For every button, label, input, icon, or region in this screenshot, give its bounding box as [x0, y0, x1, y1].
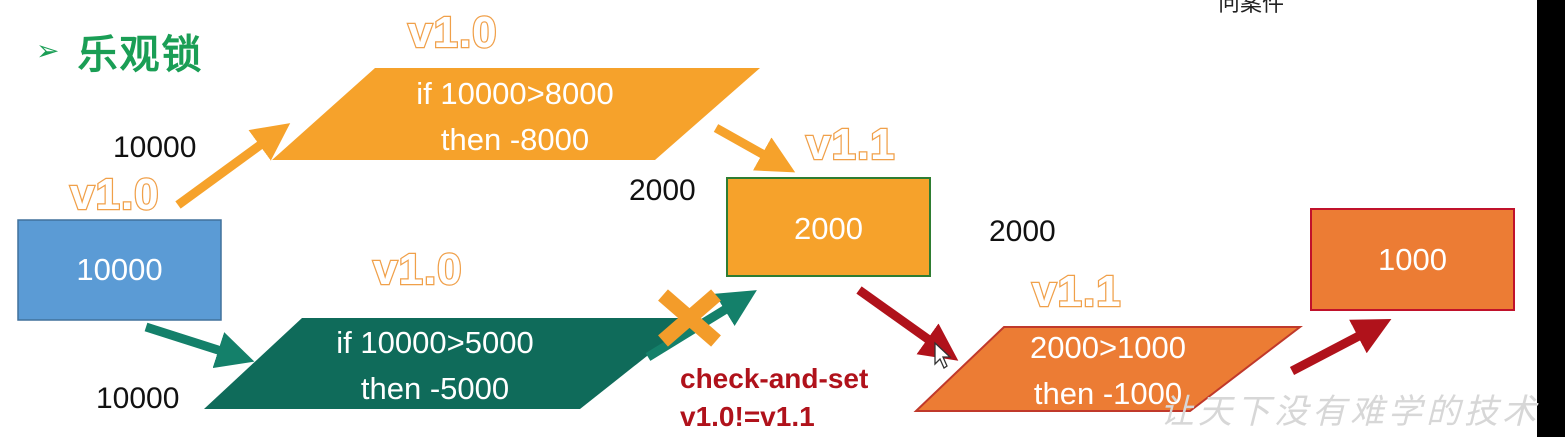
- orange-top-line-2: then -8000: [440, 122, 590, 157]
- arrow-start-to-orange: [175, 123, 291, 209]
- parallelogram-orange-right: [913, 326, 1303, 412]
- green-bottom-line-1: if 10000>5000: [336, 325, 534, 360]
- arrow-orange-right-to-end: [1289, 318, 1392, 375]
- arrow-mid-to-orange-right: [856, 286, 959, 361]
- bullet-arrow-icon: ➢: [36, 35, 60, 66]
- box-start: [17, 219, 222, 321]
- value-label-bottom-left: 10000: [96, 382, 180, 415]
- parallelogram-green-bottom: [204, 318, 695, 409]
- page-title: 乐观锁: [77, 32, 204, 78]
- box-end: [1310, 208, 1515, 311]
- version-label-mid-low: v1.0: [372, 244, 463, 296]
- box-mid: [726, 177, 931, 277]
- green-bottom-text: if 10000>5000 then -5000: [220, 320, 650, 412]
- box-mid-value: 2000: [794, 211, 863, 246]
- orange-right-line-1: 2000>1000: [1029, 330, 1187, 365]
- value-label-2000-left: 2000: [629, 174, 696, 207]
- version-label-left: v1.0: [69, 169, 160, 221]
- arrow-orange-to-mid: [713, 124, 796, 173]
- value-label-2000-right: 2000: [989, 215, 1056, 248]
- mouse-cursor-icon: [934, 341, 952, 369]
- right-black-bar: [1537, 0, 1565, 437]
- watermark-text: 让天下没有难学的技术: [1160, 392, 1540, 432]
- version-label-top: v1.0: [407, 7, 498, 59]
- box-end-value: 1000: [1378, 242, 1447, 277]
- box-start-value: 10000: [76, 252, 163, 287]
- check-and-set-line-1: check-and-set: [680, 363, 869, 394]
- check-and-set-note: check-and-set v1.0!=v1.1: [680, 360, 868, 436]
- orange-top-line-1: if 10000>8000: [416, 76, 614, 111]
- slide-title: ➢ 乐观锁: [36, 22, 203, 80]
- orange-right-line-2: then -1000: [1033, 376, 1183, 411]
- version-label-box-mid: v1.1: [805, 119, 896, 171]
- green-bottom-line-2: then -5000: [360, 371, 510, 406]
- version-label-para-right: v1.1: [1031, 266, 1122, 318]
- cross-icon: [658, 289, 721, 347]
- top-snippet-text: 冋案件: [1218, 0, 1285, 17]
- check-and-set-line-2: v1.0!=v1.1: [680, 401, 815, 432]
- value-label-top-left: 10000: [113, 131, 197, 164]
- parallelogram-orange-top: [272, 68, 760, 160]
- orange-top-text: if 10000>8000 then -8000: [300, 71, 730, 163]
- orange-right-text: 2000>1000 then -1000: [958, 325, 1258, 417]
- arrow-start-to-green: [144, 322, 255, 369]
